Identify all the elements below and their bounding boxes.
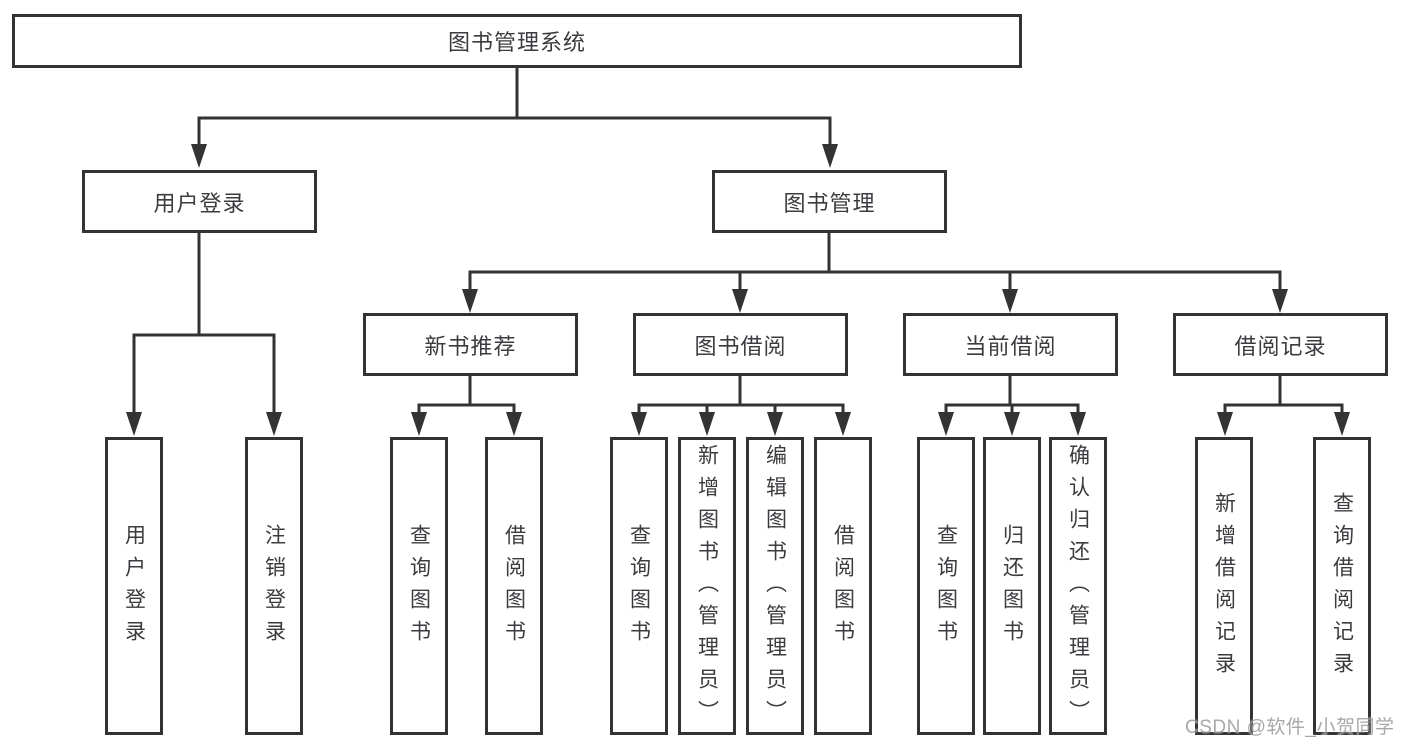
leaf-query-books-recommend: 查询图书 [390,437,448,735]
leaf-add-book-admin: 新增图书（管理员） [678,437,736,735]
leaf-add-borrow-record: 新增借阅记录 [1195,437,1253,735]
node-borrowing-records: 借阅记录 [1173,313,1388,376]
connector-path [132,68,1344,414]
leaf-query-books-current: 查询图书 [917,437,975,735]
leaf-query-borrow-record: 查询借阅记录 [1313,437,1371,735]
leaf-query-books-borrow: 查询图书 [610,437,668,735]
node-book-management: 图书管理 [712,170,947,233]
node-new-book-recommendation: 新书推荐 [363,313,578,376]
node-current-borrowing: 当前借阅 [903,313,1118,376]
leaf-borrow-books: 借阅图书 [814,437,872,735]
leaf-confirm-return-admin: 确认归还（管理员） [1049,437,1107,735]
leaf-edit-book-admin: 编辑图书（管理员） [746,437,804,735]
node-library-management-system: 图书管理系统 [12,14,1022,68]
leaf-user-login: 用户登录 [105,437,163,735]
arrowhead-icons [126,144,1350,436]
leaf-logout: 注销登录 [245,437,303,735]
node-book-borrowing: 图书借阅 [633,313,848,376]
node-user-login: 用户登录 [82,170,317,233]
csdn-watermark: CSDN @软件_小贺同学 [1185,717,1395,738]
leaf-return-book: 归还图书 [983,437,1041,735]
leaf-borrow-books-recommend: 借阅图书 [485,437,543,735]
